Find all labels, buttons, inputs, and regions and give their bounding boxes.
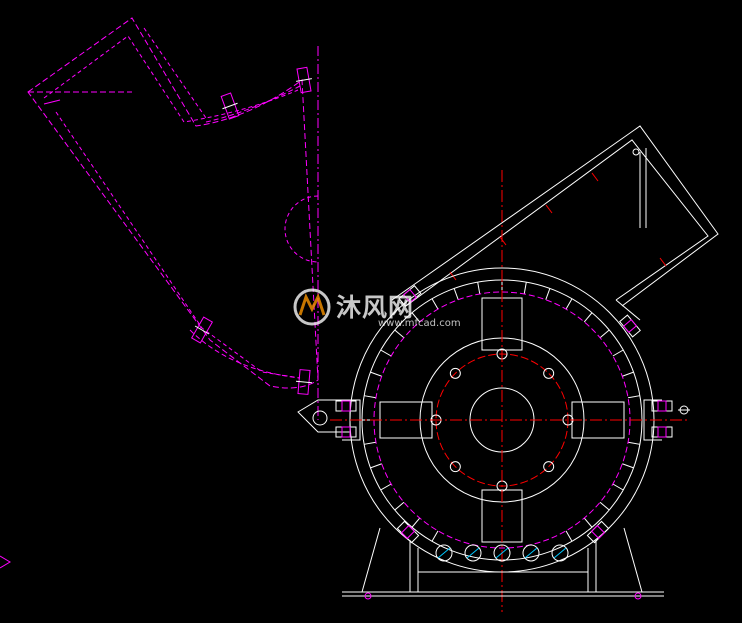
housing-bolts [335,285,690,544]
sieve-hatch [495,547,509,559]
liner-tick [627,441,640,445]
rotor-bolt-hole [543,461,555,473]
liner-tick [394,329,405,339]
liner-tick [431,298,439,310]
liner-tick [523,282,527,295]
bolt-icon [335,400,357,412]
base-frame [342,527,664,600]
bolt-icon [651,426,673,438]
liner-tick [477,282,481,295]
bolt-icon [295,369,313,395]
arrow-left-icon [0,555,11,569]
bolt-icon [335,426,357,438]
sieve-hatch [553,547,567,559]
housing-flange-right [643,399,662,441]
sieve-hole [551,544,569,562]
bolt-icon [296,66,312,94]
feed-hopper [391,125,719,321]
liner-tick [612,349,624,357]
bolt-icon [190,316,214,344]
sieve-hatch [524,547,538,559]
liner-tick [380,483,392,491]
liner-tick [565,298,573,310]
open-cover-arc-top [205,85,301,123]
sieve-bars [435,544,569,562]
liner-tick [599,501,610,511]
liner-tick [364,395,377,399]
liner-tick [370,371,382,377]
liner-tick [364,441,377,445]
bolt-icon [398,285,422,307]
liner-tick [394,501,405,511]
liner-tick [431,530,439,542]
bolt-icon [586,520,610,544]
cover-bolts [190,66,313,395]
liner-tick [565,530,573,542]
open-cover-inner [43,35,301,379]
open-cover-arc-bottom [189,329,301,379]
liner-tick [622,463,634,469]
open-cover-rib [143,27,207,119]
sieve-hatch [437,547,451,559]
centerlines [330,170,690,612]
rotor-bolt-hole [449,367,461,379]
sieve-hole [464,544,482,562]
liner-tick [612,483,624,491]
liner-tick [411,517,421,528]
liner-tick [453,288,459,300]
bolt-icon [619,314,641,338]
liner-tick [583,312,593,323]
bolt-icon [220,92,240,120]
liner-tick [411,312,421,323]
liner-tick [380,349,392,357]
liner-tick [370,463,382,469]
rotor-bolt-hole [543,367,555,379]
rotor-bolt-hole [449,461,461,473]
liner-tick [622,371,634,377]
hinge-arc [284,195,319,263]
liner-tick [583,517,593,528]
sieve-hole [522,544,540,562]
sieve-hatch [466,547,480,559]
sieve-hole [435,544,453,562]
sieve-hole [493,544,511,562]
bolt-icon [651,400,673,412]
liner-tick [599,329,610,339]
liner-tick [627,395,640,399]
liner-tick [545,288,551,300]
bolt-icon [396,520,420,544]
